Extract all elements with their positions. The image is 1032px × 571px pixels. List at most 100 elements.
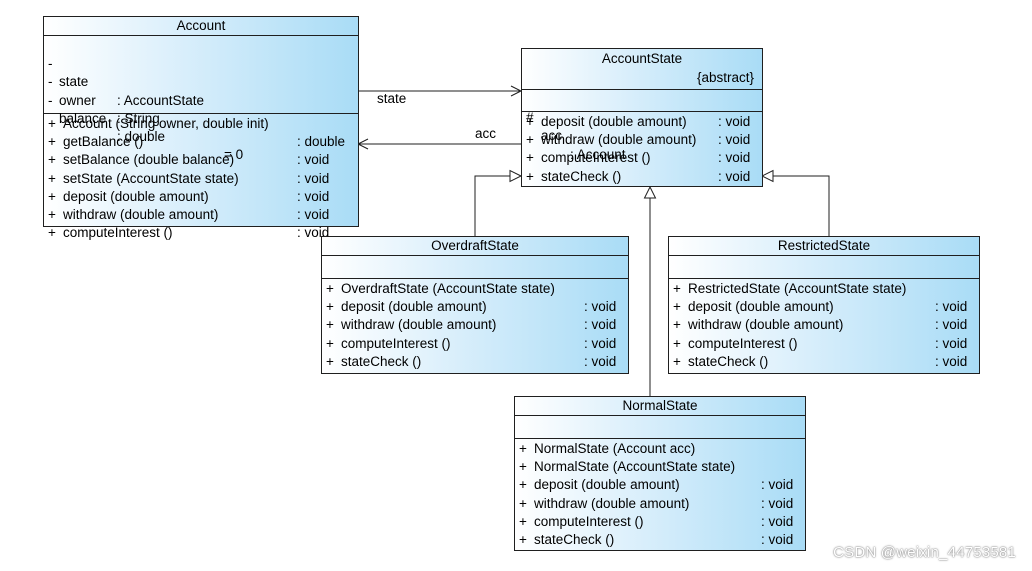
operation-signature: OverdraftState (AccountState state) xyxy=(341,281,555,296)
operation-return-type: : void xyxy=(297,188,330,204)
operation-signature: withdraw (double amount) xyxy=(688,317,844,333)
operations-compartment: + OverdraftState (AccountState state) + de… xyxy=(322,279,628,372)
operation-signature: NormalState (AccountState state) xyxy=(534,459,736,475)
operation-row: + RestrictedState (AccountState state) xyxy=(669,280,979,298)
visibility-marker: + xyxy=(48,188,56,204)
attribute-name: acc xyxy=(541,128,563,144)
operation-row: +withdraw (double amount): void xyxy=(44,206,358,224)
operation-row: + stateCheck () : void xyxy=(669,353,979,371)
visibility-marker: + xyxy=(526,114,534,129)
class-name: OverdraftState xyxy=(322,237,628,256)
operation-signature: deposit (double amount) xyxy=(534,477,680,493)
operation-signature: stateCheck () xyxy=(688,353,769,369)
operation-row: +withdraw (double amount): void xyxy=(515,495,805,513)
operation-return-type: : void xyxy=(761,477,794,493)
visibility-marker: + xyxy=(519,513,527,529)
attribute-name: balance xyxy=(59,110,107,126)
operation-signature: stateCheck () xyxy=(341,353,422,369)
operation-return-type: : void xyxy=(584,335,617,351)
operation-return-type: : void xyxy=(718,132,751,148)
attributes-compartment xyxy=(515,416,805,439)
operation-signature: Account (String owner, double init) xyxy=(63,116,269,131)
operation-row: + deposit (double amount) : void xyxy=(522,113,762,131)
attribute-row: - balance : double = 0 xyxy=(44,73,358,163)
operation-return-type: : void xyxy=(761,531,794,547)
operation-signature: deposit (double amount) xyxy=(688,299,834,315)
operation-row: +computeInterest (): void xyxy=(322,335,628,353)
operation-return-type: : void xyxy=(297,170,330,186)
generalization-restricted-triangle xyxy=(760,169,774,183)
visibility-marker: - xyxy=(48,92,53,108)
visibility-marker: + xyxy=(673,317,681,333)
operation-return-type: : void xyxy=(935,335,968,351)
operation-return-type: : void xyxy=(761,495,794,511)
class-overdraft-state[interactable]: OverdraftState + OverdraftState (AccountS… xyxy=(321,236,629,374)
class-account-state[interactable]: AccountState {abstract} # acc : Account … xyxy=(521,48,763,187)
visibility-marker: + xyxy=(673,299,681,315)
operation-row: +deposit (double amount): void xyxy=(322,298,628,316)
visibility-marker: + xyxy=(526,150,534,166)
operation-signature: computeInterest () xyxy=(688,335,798,351)
association-state-label: state xyxy=(377,91,407,106)
visibility-marker: + xyxy=(673,353,681,369)
attributes-compartment xyxy=(669,256,979,279)
operations-compartment: + RestrictedState (AccountState state) + d… xyxy=(669,279,979,372)
class-account[interactable]: Account - state : AccountState - owner :… xyxy=(43,16,359,240)
class-restricted-state[interactable]: RestrictedState + RestrictedState (Accoun… xyxy=(668,236,980,374)
attribute-initial-value: = 0 xyxy=(224,147,244,163)
visibility-marker: + xyxy=(673,281,681,296)
visibility-marker: + xyxy=(519,459,527,475)
operation-signature: computeInterest () xyxy=(541,150,651,166)
visibility-marker: + xyxy=(326,281,334,296)
operation-row: + OverdraftState (AccountState state) xyxy=(322,280,628,298)
visibility-marker: + xyxy=(48,206,56,222)
operation-row: + deposit (double amount) : void xyxy=(515,476,805,494)
operation-signature: setState (AccountState state) xyxy=(63,170,239,186)
attributes-compartment: # acc : Account xyxy=(522,90,762,162)
attribute-name: owner xyxy=(59,92,96,108)
generalization-overdraft-triangle xyxy=(509,169,523,183)
visibility-marker: # xyxy=(526,110,534,126)
operation-signature: computeInterest () xyxy=(341,335,451,351)
attribute-type: : AccountState xyxy=(117,92,205,108)
operation-signature: withdraw (double amount) xyxy=(534,495,690,511)
operation-return-type: : void xyxy=(584,317,617,333)
attribute-type: : String xyxy=(117,110,160,126)
operation-return-type: : void xyxy=(935,299,968,315)
operation-signature: deposit (double amount) xyxy=(63,188,209,204)
visibility-marker: + xyxy=(526,132,534,148)
attribute-name: state xyxy=(59,74,89,90)
class-name: Account xyxy=(44,17,358,36)
operation-row: +setBalance (double balance): void xyxy=(44,151,358,169)
operation-row: +computeInterest (): void xyxy=(515,513,805,531)
operation-row: +getBalance (): double xyxy=(44,133,358,151)
operation-row: +withdraw (double amount): void xyxy=(322,316,628,334)
generalization-overdraft-line xyxy=(474,175,511,236)
operation-row: + stateCheck () : void xyxy=(515,531,805,549)
visibility-marker: + xyxy=(519,531,527,547)
class-name: RestrictedState xyxy=(669,237,979,256)
visibility-marker: + xyxy=(519,441,527,456)
association-acc-label: acc xyxy=(475,126,497,141)
operation-signature: deposit (double amount) xyxy=(341,299,487,315)
operation-return-type: : double xyxy=(297,134,346,150)
operation-return-type: : void xyxy=(935,353,968,369)
class-name: AccountState xyxy=(601,51,683,66)
operation-signature: deposit (double amount) xyxy=(541,114,687,129)
operation-row: +computeInterest (): void xyxy=(44,224,358,242)
operation-signature: computeInterest () xyxy=(534,513,644,529)
visibility-marker: + xyxy=(519,477,527,493)
visibility-marker: + xyxy=(526,168,534,184)
operation-row: +Account (String owner, double init) xyxy=(44,115,358,133)
visibility-marker: + xyxy=(48,152,56,168)
operation-return-type: : void xyxy=(584,353,617,369)
operation-signature: stateCheck () xyxy=(534,531,615,547)
operation-row: +computeInterest (): void xyxy=(522,149,762,167)
operation-row: + NormalState (AccountState state) xyxy=(515,458,805,476)
operation-signature: RestrictedState (AccountState state) xyxy=(688,281,907,296)
visibility-marker: + xyxy=(326,299,334,315)
class-normal-state[interactable]: NormalState +NormalState (Account acc) +… xyxy=(514,396,806,551)
visibility-marker: + xyxy=(326,317,334,333)
operation-return-type: : void xyxy=(718,114,751,129)
